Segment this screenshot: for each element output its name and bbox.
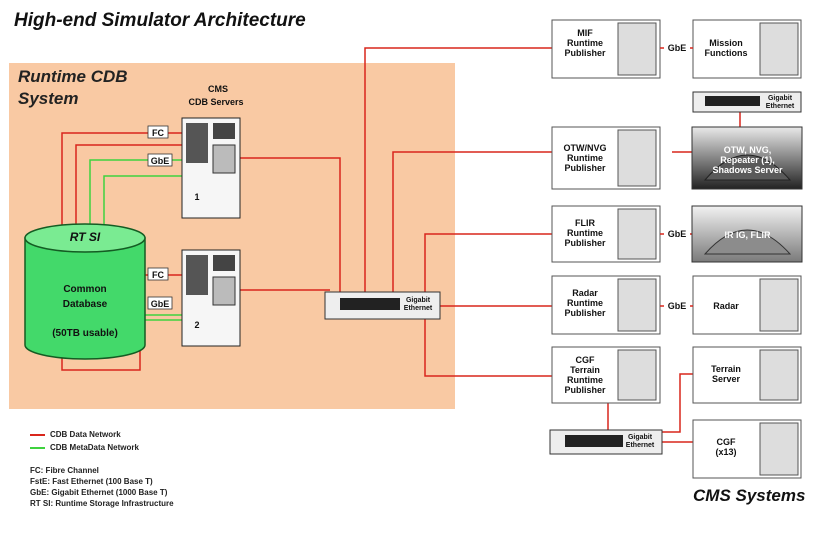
mission-line2: Functions xyxy=(704,48,748,58)
ir-ig-flir-label: IR IG, FLIR xyxy=(724,230,771,240)
switch-top-line2: Ethernet xyxy=(765,103,795,110)
publisher-computers xyxy=(617,22,657,401)
cdb-servers-label: CDB Servers xyxy=(188,97,244,107)
terrain-line2: Server xyxy=(711,374,741,384)
terrain-line1: Terrain xyxy=(711,364,741,374)
right-system-computers xyxy=(759,22,799,476)
mission-functions-label: Mission Functions xyxy=(696,38,756,58)
gbe-label-flir: GbE xyxy=(664,229,690,239)
server-number-1: 1 xyxy=(194,192,200,202)
otw-line2: Runtime xyxy=(567,153,603,163)
otw-repeater-dome xyxy=(691,126,803,190)
flir-line3: Publisher xyxy=(564,238,606,248)
mission-line1: Mission xyxy=(709,38,743,48)
cdb-server-2[interactable] xyxy=(181,249,241,347)
server-number-2: 2 xyxy=(194,320,200,330)
fc-label-2: FC xyxy=(152,270,164,280)
runtime-title-line1: Runtime CDB xyxy=(18,67,128,86)
otw-publisher-label: OTW/NVG Runtime Publisher xyxy=(555,143,615,173)
cgf-pub-line4: Publisher xyxy=(564,385,606,395)
cms-systems-label: CMS Systems xyxy=(693,486,806,505)
database-line2: Database xyxy=(62,299,108,310)
common-database-cylinder xyxy=(24,223,146,360)
otw-repeater-label: OTW, NVG, Repeater (1), Shadows Server xyxy=(700,145,795,175)
abbr-fc: FC: Fibre Channel xyxy=(30,466,99,475)
legend-data-network: CDB Data Network xyxy=(50,430,121,439)
fc-label-1: FC xyxy=(152,128,164,138)
gigabit-ethernet-switch-central[interactable] xyxy=(324,291,441,320)
legend-metadata-network: CDB MetaData Network xyxy=(50,443,139,452)
abbr-rtsi: RT SI: Runtime Storage Infrastructure xyxy=(30,499,174,508)
gbe-connectors xyxy=(660,47,693,307)
mif-line1: MIF xyxy=(577,28,593,38)
fc-label-box-1 xyxy=(147,125,169,139)
abbr-gbe: GbE: Gigabit Ethernet (1000 Base T) xyxy=(30,488,168,497)
runtime-cdb-title: Runtime CDB System xyxy=(18,66,168,110)
rt-si-label: RT SI xyxy=(69,230,101,244)
database-line1: Common xyxy=(63,284,107,295)
gigabit-ethernet-switch-bottom[interactable] xyxy=(549,429,663,455)
cdb-data-network-lines xyxy=(61,47,741,443)
cgf-pub-line1: CGF xyxy=(575,355,595,365)
gbe-label-box-2 xyxy=(147,296,173,310)
page-title: High-end Simulator Architecture xyxy=(14,10,306,31)
otw-rep-line3: Shadows Server xyxy=(712,165,783,175)
switch-bottom-line1: Gigabit xyxy=(627,434,653,441)
cms-label: CMS xyxy=(208,84,228,94)
cgf-system-label: CGF (x13) xyxy=(696,437,756,457)
gigabit-ethernet-switch-top[interactable] xyxy=(692,91,802,113)
switch-bottom-line2: Ethernet xyxy=(625,442,655,449)
gbe-label-1: GbE xyxy=(150,156,170,166)
gbe-label-mif: GbE xyxy=(664,43,690,53)
mif-line3: Publisher xyxy=(564,48,606,58)
cgf-pub-line2: Terrain xyxy=(570,365,600,375)
fc-label-box-2 xyxy=(147,267,169,281)
abbr-fste: FstE: Fast Ethernet (100 Base T) xyxy=(30,477,153,486)
mif-publisher-label: MIF Runtime Publisher xyxy=(555,28,615,58)
flir-line2: Runtime xyxy=(567,228,603,238)
switch-central-line1: Gigabit xyxy=(405,297,431,304)
mif-line2: Runtime xyxy=(567,38,603,48)
gbe-label-2: GbE xyxy=(150,299,170,309)
gbe-label-box-1 xyxy=(147,153,173,167)
otw-line3: Publisher xyxy=(564,163,606,173)
abbreviations: FC: Fibre Channel FstE: Fast Ethernet (1… xyxy=(30,465,174,509)
flir-publisher-label: FLIR Runtime Publisher xyxy=(555,218,615,248)
radar-pub-line2: Runtime xyxy=(567,298,603,308)
switch-central-line2: Ethernet xyxy=(403,305,433,312)
cgf-pub-line3: Runtime xyxy=(567,375,603,385)
radar-system-label: Radar xyxy=(713,301,739,311)
radar-pub-line1: Radar xyxy=(572,288,598,298)
otw-rep-line1: OTW, NVG, xyxy=(723,145,772,155)
cgf-line1: CGF xyxy=(716,437,736,447)
ir-ig-flir-dome xyxy=(691,205,803,263)
switch-top-line1: Gigabit xyxy=(767,95,793,102)
terrain-server-label: Terrain Server xyxy=(696,364,756,384)
cgf-line2: (x13) xyxy=(715,447,737,457)
radar-publisher-label: Radar Runtime Publisher xyxy=(555,288,615,318)
cdb-server-1[interactable] xyxy=(181,117,241,219)
radar-pub-line3: Publisher xyxy=(564,308,606,318)
database-line3: (50TB usable) xyxy=(52,328,118,339)
gbe-label-radar: GbE xyxy=(664,301,690,311)
cgf-publisher-label: CGF Terrain Runtime Publisher xyxy=(555,355,615,395)
otw-rep-line2: Repeater (1), xyxy=(720,155,775,165)
runtime-title-line2: System xyxy=(18,89,79,108)
flir-line1: FLIR xyxy=(575,218,595,228)
otw-line1: OTW/NVG xyxy=(563,143,607,153)
